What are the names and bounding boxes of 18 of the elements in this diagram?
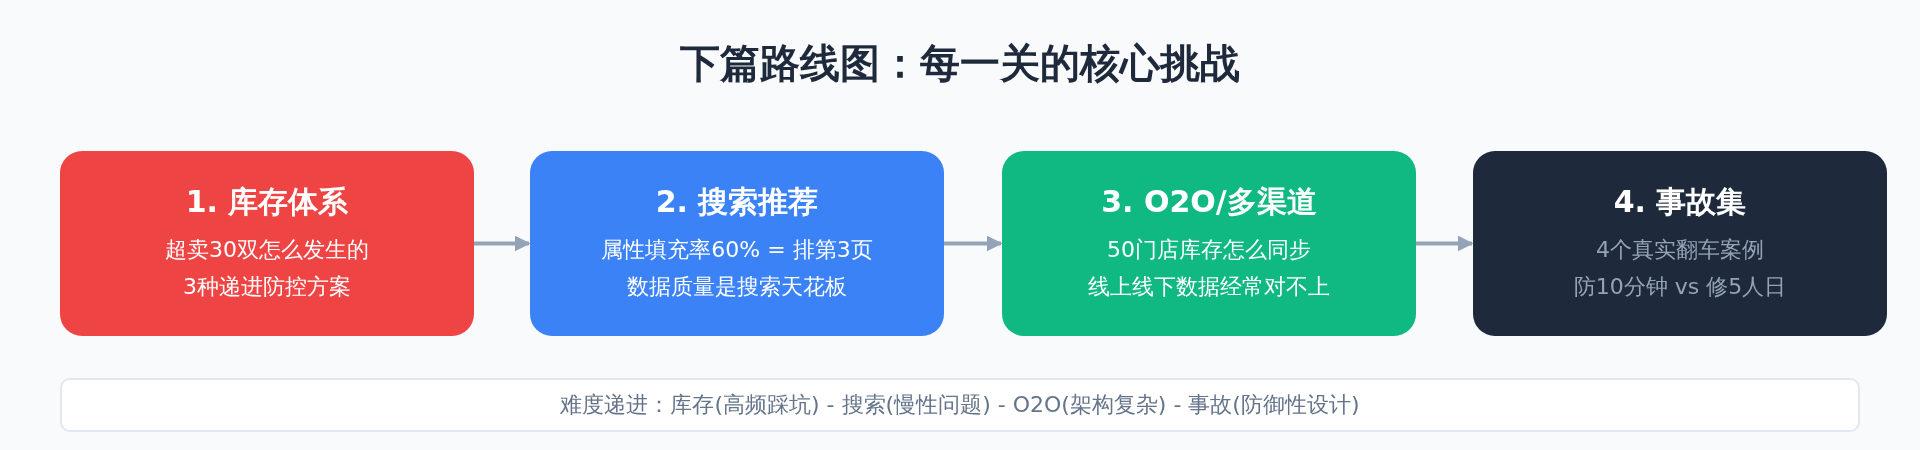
- stage-description: 超卖30双怎么发生的3种递进防控方案: [164, 235, 370, 301]
- arrow: [1416, 235, 1474, 252]
- arrow: [474, 235, 531, 252]
- stage-description: 4个真实翻车案例防10分钟 vs 修5人日: [1572, 235, 1788, 301]
- arrow: [944, 235, 1003, 252]
- stage-description: 属性填充率60% = 排第3页数据质量是搜索天花板: [600, 235, 874, 301]
- stage-card: [530, 151, 944, 336]
- stage-heading: 1. 库存体系: [185, 182, 349, 221]
- note-text: 难度递进：库存(高频踩坑) - 搜索(慢性问题) - O2O(架构复杂) - 事故(防御性设计): [560, 391, 1360, 419]
- stage-card: [1002, 151, 1416, 336]
- stage-heading: 3. O2O/多渠道: [1101, 182, 1317, 221]
- stage-heading: 2. 搜索推荐: [655, 182, 819, 221]
- stage-heading: 4. 事故集: [1613, 182, 1747, 221]
- diagram-title: 下篇路线图：每一关的核心挑战: [679, 39, 1241, 88]
- note-bar: [60, 378, 1860, 432]
- stage-description: 50门店库存怎么同步线上线下数据经常对不上: [1087, 235, 1331, 301]
- stage-card: [60, 151, 474, 336]
- stage-card: [1473, 151, 1887, 336]
